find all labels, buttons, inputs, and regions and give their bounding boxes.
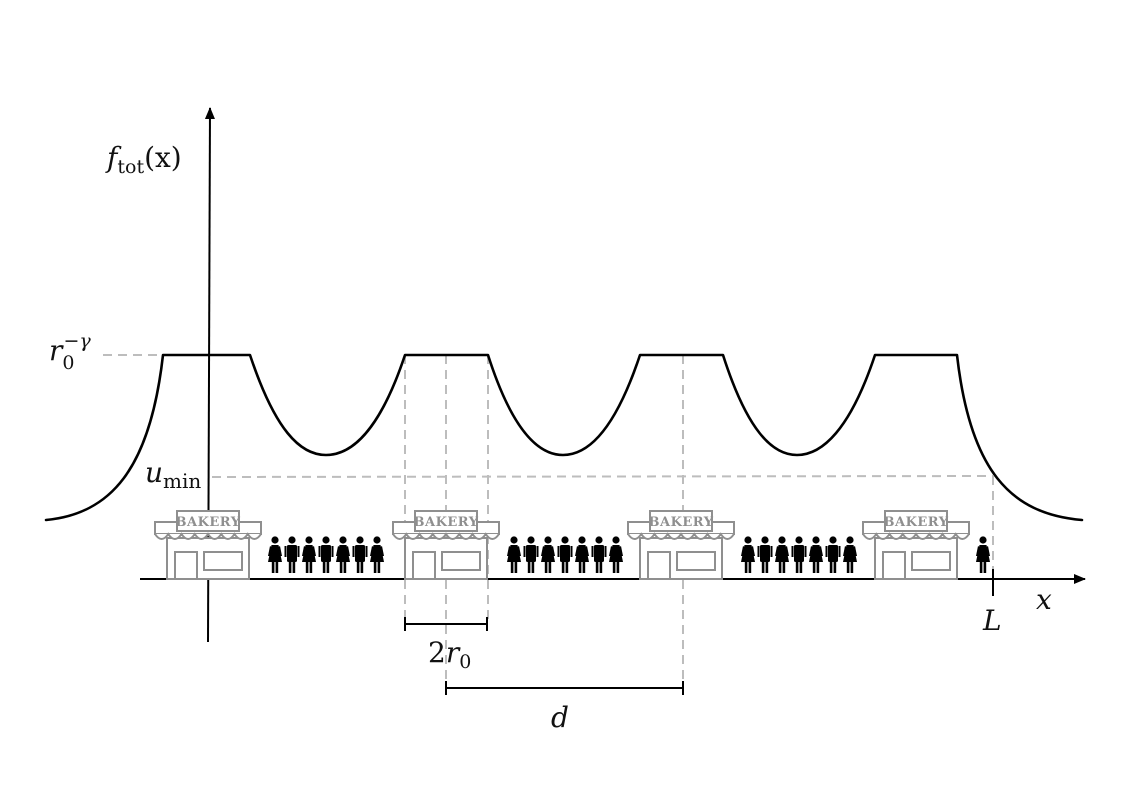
shop-sign-text: BAKERY <box>649 515 714 530</box>
woman-icon <box>843 536 857 573</box>
y-axis-label: ftot(x) <box>105 141 182 178</box>
people-layer <box>268 536 990 573</box>
shops-layer: BAKERY BAKERY BAKERY BAKERY <box>154 510 970 580</box>
shop-sign <box>414 510 478 532</box>
man-icon <box>284 536 300 573</box>
woman-icon <box>976 536 990 573</box>
shop-window <box>441 551 481 571</box>
shop-window <box>203 551 243 571</box>
shop-awning-scallops <box>862 532 970 540</box>
woman-icon <box>336 536 350 573</box>
min-guide <box>211 475 994 478</box>
woman-icon <box>268 536 282 573</box>
woman-icon <box>507 536 521 573</box>
end-tick-label: L <box>982 604 1002 637</box>
people-group <box>976 536 990 573</box>
utility-curve <box>44 353 1084 522</box>
bakery-shop: BAKERY <box>862 510 970 580</box>
shop-door <box>174 551 198 580</box>
spacing-dim-label: d <box>551 701 569 734</box>
woman-icon <box>370 536 384 573</box>
man-icon <box>352 536 368 573</box>
x-axis-label: x <box>1036 583 1052 616</box>
bakery-shop: BAKERY <box>392 510 500 580</box>
radius-dim-label: 2r0 <box>428 636 471 673</box>
woman-icon <box>741 536 755 573</box>
shop-window <box>676 551 716 571</box>
shop-door <box>647 551 671 580</box>
plateau-label: r0−γ <box>49 330 91 374</box>
shop-sign-text: BAKERY <box>176 515 241 530</box>
shop-window <box>911 551 951 571</box>
shop-sign-text: BAKERY <box>414 515 479 530</box>
shop-awning-scallops <box>392 532 500 540</box>
shop-sign <box>176 510 240 532</box>
shop-sign <box>884 510 948 532</box>
woman-icon <box>809 536 823 573</box>
people-group <box>741 536 857 573</box>
shop-door <box>882 551 906 580</box>
man-icon <box>557 536 573 573</box>
woman-icon <box>302 536 316 573</box>
man-icon <box>757 536 773 573</box>
shop-sign <box>649 510 713 532</box>
man-icon <box>825 536 841 573</box>
woman-icon <box>575 536 589 573</box>
bakery-shop: BAKERY <box>154 510 262 580</box>
woman-icon <box>541 536 555 573</box>
man-icon <box>318 536 334 573</box>
min-label: umin <box>145 456 201 493</box>
man-icon <box>591 536 607 573</box>
woman-icon <box>775 536 789 573</box>
man-icon <box>791 536 807 573</box>
shop-awning-scallops <box>154 532 262 540</box>
people-group <box>268 536 384 573</box>
shop-awning-scallops <box>627 532 735 540</box>
people-group <box>507 536 623 573</box>
shop-door <box>412 551 436 580</box>
man-icon <box>523 536 539 573</box>
bakery-shop: BAKERY <box>627 510 735 580</box>
shop-sign-text: BAKERY <box>884 515 949 530</box>
woman-icon <box>609 536 623 573</box>
dimension-lines <box>404 617 684 695</box>
